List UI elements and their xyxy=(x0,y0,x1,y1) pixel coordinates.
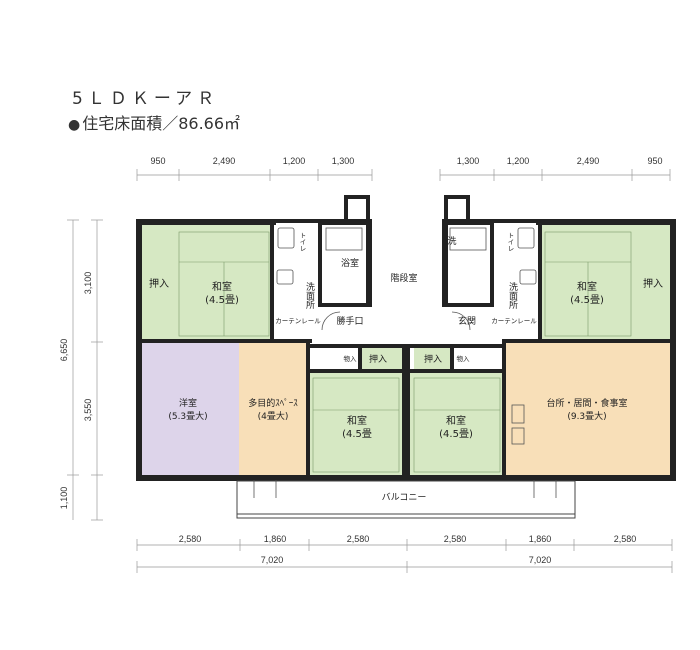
sink-left-icon xyxy=(276,269,294,285)
oshiire-right-mid-fill xyxy=(414,348,450,372)
wall-right-bottom xyxy=(406,475,676,481)
label-monoire-right: 物入 xyxy=(457,354,471,363)
sink-right-icon xyxy=(519,269,537,285)
dim-bottom-right-1: 2,580 xyxy=(444,534,467,544)
wall-left-side xyxy=(136,219,142,481)
label-sen: 洗 xyxy=(447,235,456,247)
dim-top-left-3: 1,200 xyxy=(283,156,306,166)
label-yoshitsu: 洋室 xyxy=(179,397,197,409)
dim-left-2: 3,550 xyxy=(83,399,93,422)
door-swing-katteguchi xyxy=(321,311,341,331)
plan-type-title: 5ＬＤＫーアＲ xyxy=(72,89,220,109)
label-monoire-left: 物入 xyxy=(344,354,358,363)
label-daidokoro-size: (9.3畳大) xyxy=(567,410,606,422)
dim-bottom-left-2: 1,860 xyxy=(264,534,287,544)
balcony xyxy=(236,480,576,519)
dim-bottom-total-left: 7,020 xyxy=(261,555,284,565)
tamokuteki-fill xyxy=(239,342,308,475)
daidokoro-fill xyxy=(505,342,670,475)
dim-top-right-1: 1,300 xyxy=(457,156,480,166)
label-katteguchi: 勝手口 xyxy=(336,315,363,327)
label-washitsu-right-bottom-size: (4.5畳) xyxy=(439,428,473,440)
dimension-lines xyxy=(67,169,673,573)
label-washitsu-right-top-size: (4.5畳) xyxy=(570,294,604,306)
label-senmen-right: 洗面所 xyxy=(507,281,518,310)
label-oshiire-right-top: 押入 xyxy=(643,277,663,290)
dim-bottom-right-2: 1,860 xyxy=(529,534,552,544)
label-genkan: 玄関 xyxy=(458,315,476,327)
washitsu-left-bottom-fill xyxy=(310,372,402,475)
label-senmen-left: 洗面所 xyxy=(304,281,315,310)
floor-area-label: ●住宅床面積／86.66㎡ xyxy=(68,110,240,134)
label-daidokoro: 台所・居間・食事室 xyxy=(546,397,627,409)
dim-bottom-total-right: 7,020 xyxy=(529,555,552,565)
tatami-lines xyxy=(178,231,632,473)
toilet-left-icon xyxy=(277,227,295,249)
bathtub-right-icon xyxy=(449,227,487,251)
room-fills xyxy=(142,225,670,475)
wall-left-top xyxy=(136,219,276,225)
closet-left-fill xyxy=(142,225,177,342)
label-curtain-left: カーテンレール xyxy=(275,317,321,325)
toilet-right-icon xyxy=(517,227,535,249)
dim-top-right-4: 950 xyxy=(647,156,662,166)
wall-right-side xyxy=(670,219,676,481)
dim-bottom-right-3: 2,580 xyxy=(614,534,637,544)
label-washitsu-right-top: 和室 xyxy=(577,280,597,293)
label-washitsu-left-top: 和室 xyxy=(212,280,232,293)
washitsu-left-top-fill xyxy=(177,225,272,342)
label-oshiire-left-top: 押入 xyxy=(149,277,169,290)
label-washitsu-left-top-size: (4.5畳) xyxy=(205,294,239,306)
fixtures xyxy=(253,227,557,498)
label-toilet-right: トイレ xyxy=(506,232,514,252)
bullet-icon: ● xyxy=(68,117,81,133)
closet-right-fill xyxy=(634,225,670,342)
label-tamokuteki-size: (4畳大) xyxy=(258,410,289,422)
dim-left-3: 1,100 xyxy=(59,487,69,510)
dim-top-left-1: 950 xyxy=(150,156,165,166)
balcony-door-right xyxy=(533,480,557,498)
kitchen-counter-icon xyxy=(511,404,525,424)
floor-area-text: 住宅床面積／86.66㎡ xyxy=(82,114,241,133)
label-oshiire-left-mid: 押入 xyxy=(369,353,387,365)
dim-top-left-2: 2,490 xyxy=(213,156,236,166)
label-tamokuteki: 多目的ｽﾍﾟｰｽ xyxy=(248,397,298,409)
dim-left-total: 6,650 xyxy=(59,339,69,362)
dim-bottom-left-3: 2,580 xyxy=(347,534,370,544)
label-washitsu-left-bottom-size: (4.5畳 xyxy=(342,428,372,440)
label-stairs: 階段室 xyxy=(390,272,417,284)
label-oshiire-right-mid: 押入 xyxy=(424,353,442,365)
wall-bath-right xyxy=(366,219,372,307)
bathtub-left-icon xyxy=(325,227,363,251)
label-balcony: バルコニー xyxy=(382,492,427,503)
yoshitsu-fill xyxy=(142,342,239,475)
dim-top-left-4: 1,300 xyxy=(332,156,355,166)
label-washitsu-left-bottom: 和室 xyxy=(347,414,367,427)
label-washitsu-right-bottom: 和室 xyxy=(446,414,466,427)
dim-top-right-2: 1,200 xyxy=(507,156,530,166)
label-bath-left: 浴室 xyxy=(341,257,359,269)
dim-top-right-3: 2,490 xyxy=(577,156,600,166)
oshiire-left-mid-fill xyxy=(362,348,402,372)
label-curtain-right: カーテンレール xyxy=(491,317,537,325)
dim-bottom-left-1: 2,580 xyxy=(179,534,202,544)
walls xyxy=(136,195,676,481)
door-swing-genkan xyxy=(451,311,471,331)
label-toilet-left: トイレ xyxy=(298,232,306,252)
wall-left-bottom xyxy=(136,475,410,481)
balcony-door-left xyxy=(253,480,277,498)
dim-left-1: 3,100 xyxy=(83,272,93,295)
washitsu-right-bottom-fill xyxy=(410,372,503,475)
label-yoshitsu-size: (5.3畳大) xyxy=(168,410,207,422)
